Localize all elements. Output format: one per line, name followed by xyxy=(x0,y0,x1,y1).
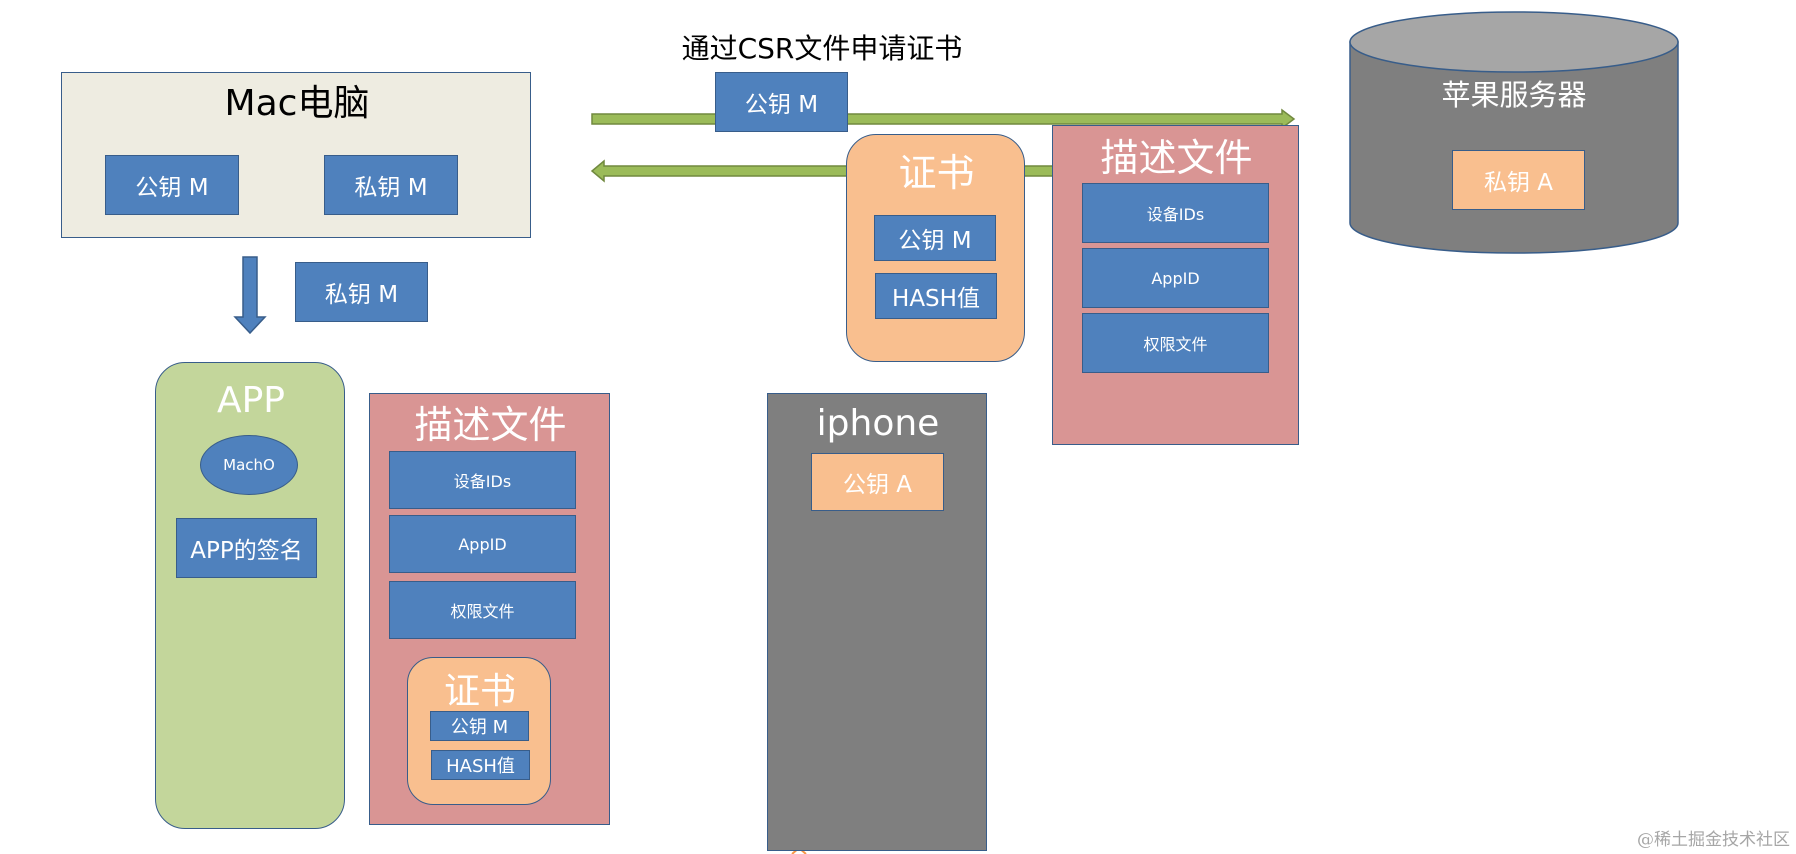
app-certificate-hash: HASH值 xyxy=(431,750,530,780)
app-certificate-box: 证书 公钥 M HASH值 xyxy=(407,657,551,805)
csr-public-key: 公钥 M xyxy=(715,72,848,132)
server-certificate-box: 证书 公钥 M HASH值 xyxy=(846,134,1025,362)
server-profile-title: 描述文件 xyxy=(1100,135,1253,180)
server-certificate-hash: HASH值 xyxy=(875,273,997,319)
apple-server-private-key: 私钥 A xyxy=(1452,150,1585,210)
down-arrow xyxy=(233,256,267,335)
app-certificate-public-key: 公钥 M xyxy=(430,711,529,741)
mac-computer-box: Mac电脑 公钥 M 私钥 M xyxy=(61,72,531,238)
mac-public-key: 公钥 M xyxy=(105,155,239,215)
transfer-private-key: 私钥 M xyxy=(295,262,428,322)
server-certificate-public-key: 公钥 M xyxy=(874,215,996,261)
watermark: @稀土掘金技术社区 xyxy=(1637,830,1790,850)
iphone-title: iphone xyxy=(816,402,940,444)
app-signature: APP的签名 xyxy=(176,518,317,578)
app-profile-app-id: AppID xyxy=(389,515,576,573)
csr-label: 通过CSR文件申请证书 xyxy=(681,32,963,65)
app-profile-title: 描述文件 xyxy=(414,402,567,447)
app-box: APP MachO APP的签名 xyxy=(155,362,345,829)
macho-ellipse: MachO xyxy=(200,435,298,495)
app-profile-device-ids: 设备IDs xyxy=(389,451,576,509)
server-profile-entitlements: 权限文件 xyxy=(1082,313,1269,373)
apple-server-title: 苹果服务器 xyxy=(1441,78,1587,112)
server-profile-box: 描述文件 设备IDs AppID 权限文件 xyxy=(1052,125,1299,445)
database-cylinder-icon xyxy=(1349,11,1679,254)
app-title: APP xyxy=(216,379,286,421)
server-profile-device-ids: 设备IDs xyxy=(1082,183,1269,243)
server-certificate-title: 证书 xyxy=(898,150,975,195)
mac-title: Mac电脑 xyxy=(224,83,370,124)
server-profile-app-id: AppID xyxy=(1082,248,1269,308)
iphone-public-key: 公钥 A xyxy=(811,453,944,511)
app-profile-box: 描述文件 设备IDs AppID 权限文件 证书 公钥 M HASH值 xyxy=(369,393,610,825)
iphone-box: iphone 公钥 A xyxy=(767,393,987,851)
app-certificate-title: 证书 xyxy=(443,671,516,712)
app-profile-entitlements: 权限文件 xyxy=(389,581,576,639)
mac-private-key: 私钥 M xyxy=(324,155,458,215)
